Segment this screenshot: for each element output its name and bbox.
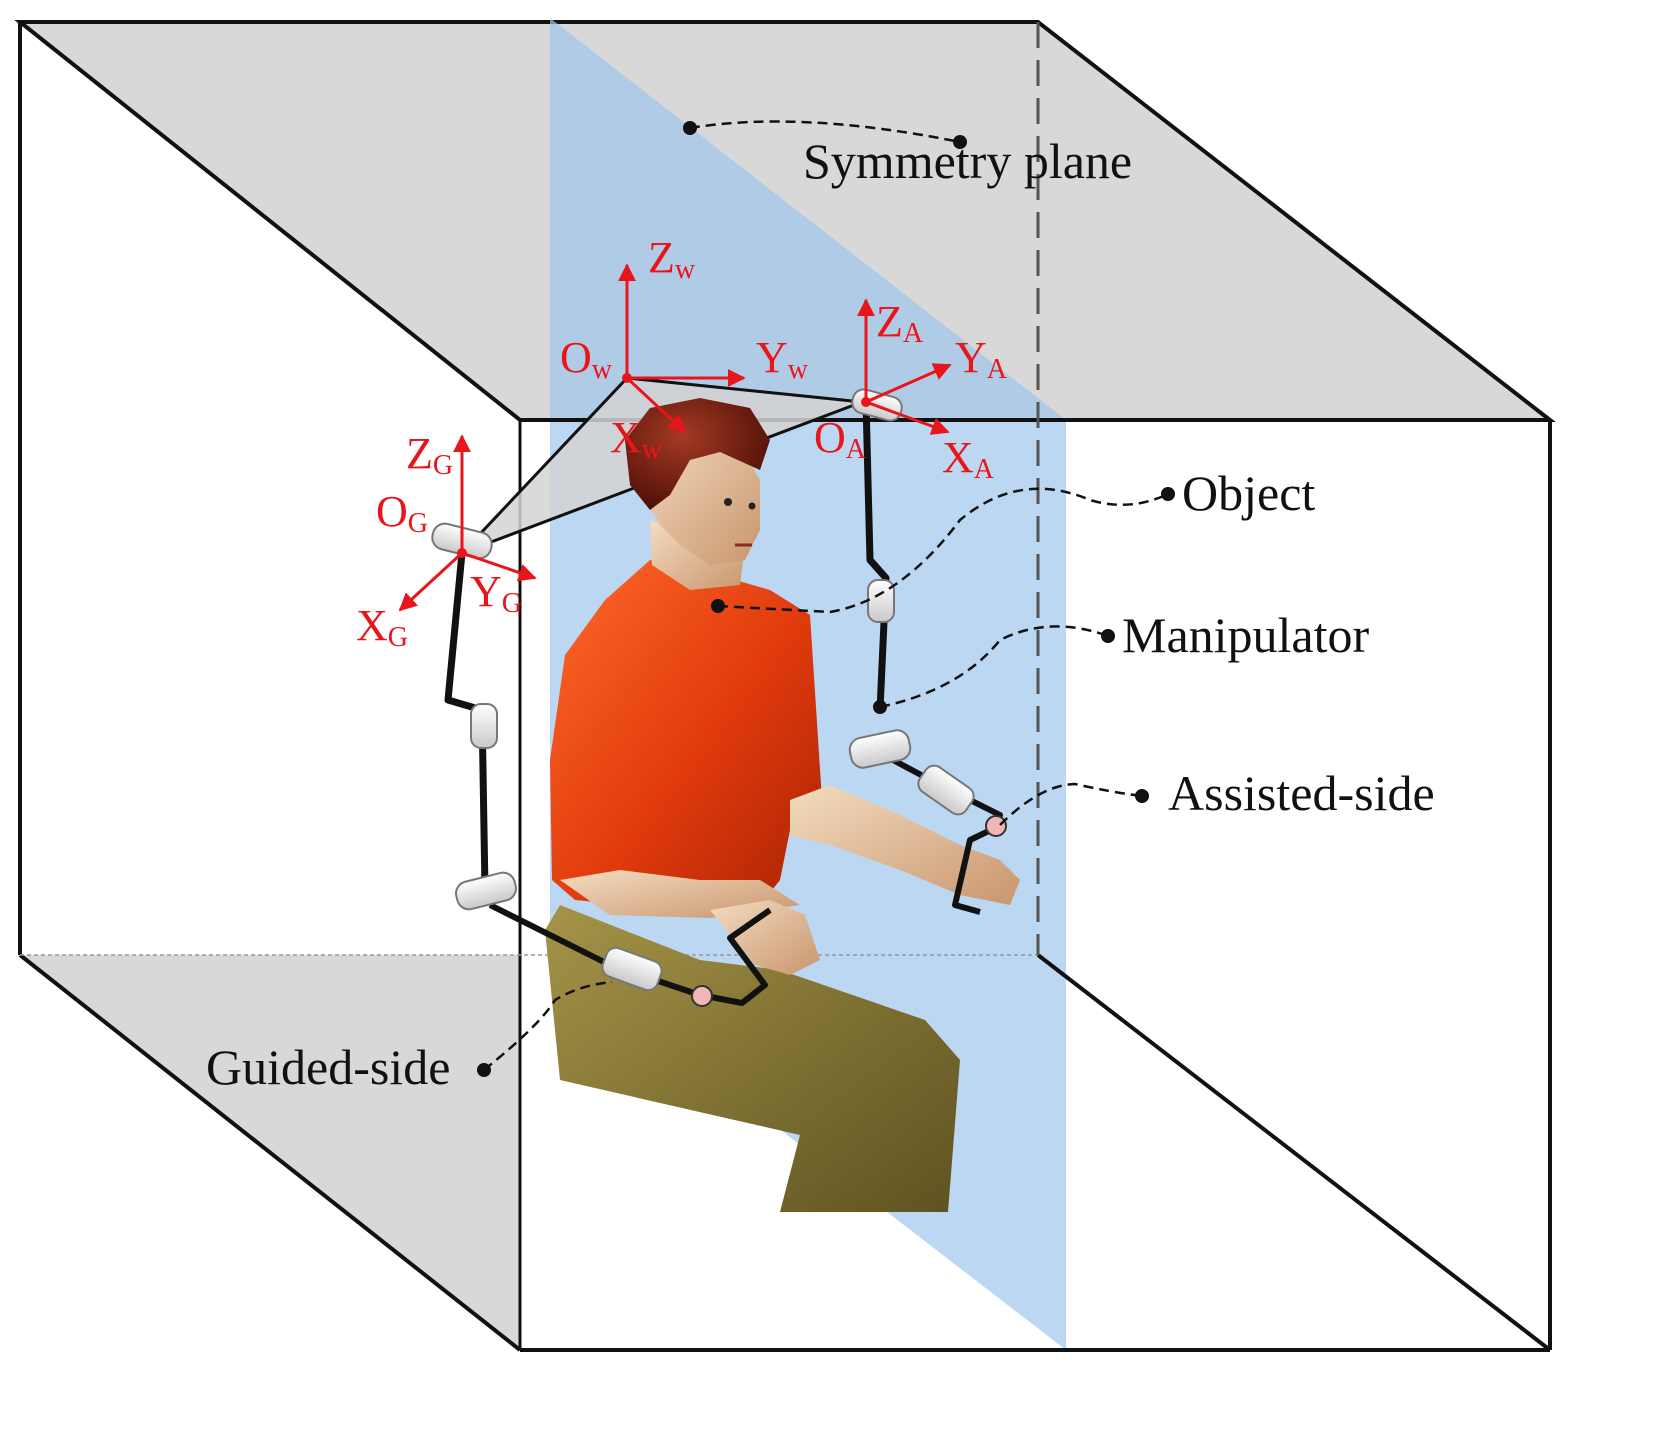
frame-assisted: ZA YA OA XA <box>814 297 1008 485</box>
axis-y-world: Y <box>756 333 788 382</box>
svg-text:XG: XG <box>356 601 408 653</box>
origin-assisted: O <box>814 413 846 462</box>
joint-cylinder <box>601 946 663 992</box>
callout-object: Object <box>711 465 1315 614</box>
label-object: Object <box>1182 465 1315 521</box>
hair <box>625 398 770 510</box>
svg-text:Zw: Zw <box>648 233 696 285</box>
svg-text:YA: YA <box>955 333 1008 385</box>
label-guided-side: Guided-side <box>206 1039 450 1095</box>
joint-cylinder <box>917 764 975 816</box>
callout-assisted-side: Assisted-side <box>999 765 1435 826</box>
axis-y-guided: Y <box>470 567 502 616</box>
end-effector-ball <box>985 815 1007 837</box>
torso-shirt <box>550 560 822 912</box>
svg-text:YG: YG <box>470 567 522 619</box>
frame-world: Zw Yw Ow Xw <box>560 233 809 465</box>
callout-manipulator: Manipulator <box>873 607 1370 714</box>
axis-x-assisted: X <box>942 433 974 482</box>
label-assisted-side: Assisted-side <box>1168 765 1435 821</box>
axis-x-world: X <box>610 413 642 462</box>
joint-cylinder <box>455 871 517 911</box>
axis-z-world: Z <box>648 233 675 282</box>
svg-text:ZG: ZG <box>406 429 453 481</box>
end-effector-ball <box>691 985 713 1007</box>
axis-z-guided: Z <box>406 429 433 478</box>
hand-left <box>710 900 820 975</box>
label-symmetry-plane: Symmetry plane <box>803 133 1132 189</box>
axis-x-guided: X <box>356 601 388 650</box>
svg-text:Ow: Ow <box>560 333 613 385</box>
origin-world: O <box>560 333 592 382</box>
svg-text:OA: OA <box>814 413 867 465</box>
label-manipulator: Manipulator <box>1122 607 1370 663</box>
svg-text:XA: XA <box>942 433 995 485</box>
joint-cylinder <box>848 729 912 769</box>
svg-text:ZA: ZA <box>876 297 924 349</box>
svg-text:Xw: Xw <box>610 413 663 465</box>
svg-text:OG: OG <box>376 487 428 539</box>
joint-cylinder <box>867 579 895 623</box>
axis-y-assisted: Y <box>955 333 987 382</box>
axis-z-assisted: Z <box>876 297 903 346</box>
frame-guided: ZG OG YG XG <box>356 429 537 653</box>
origin-guided: O <box>376 487 408 536</box>
callout-symmetry-plane: Symmetry plane <box>683 120 1132 189</box>
joint-cylinder <box>470 703 498 749</box>
callout-guided-side: Guided-side <box>206 980 613 1095</box>
svg-text:Yw: Yw <box>756 333 809 385</box>
